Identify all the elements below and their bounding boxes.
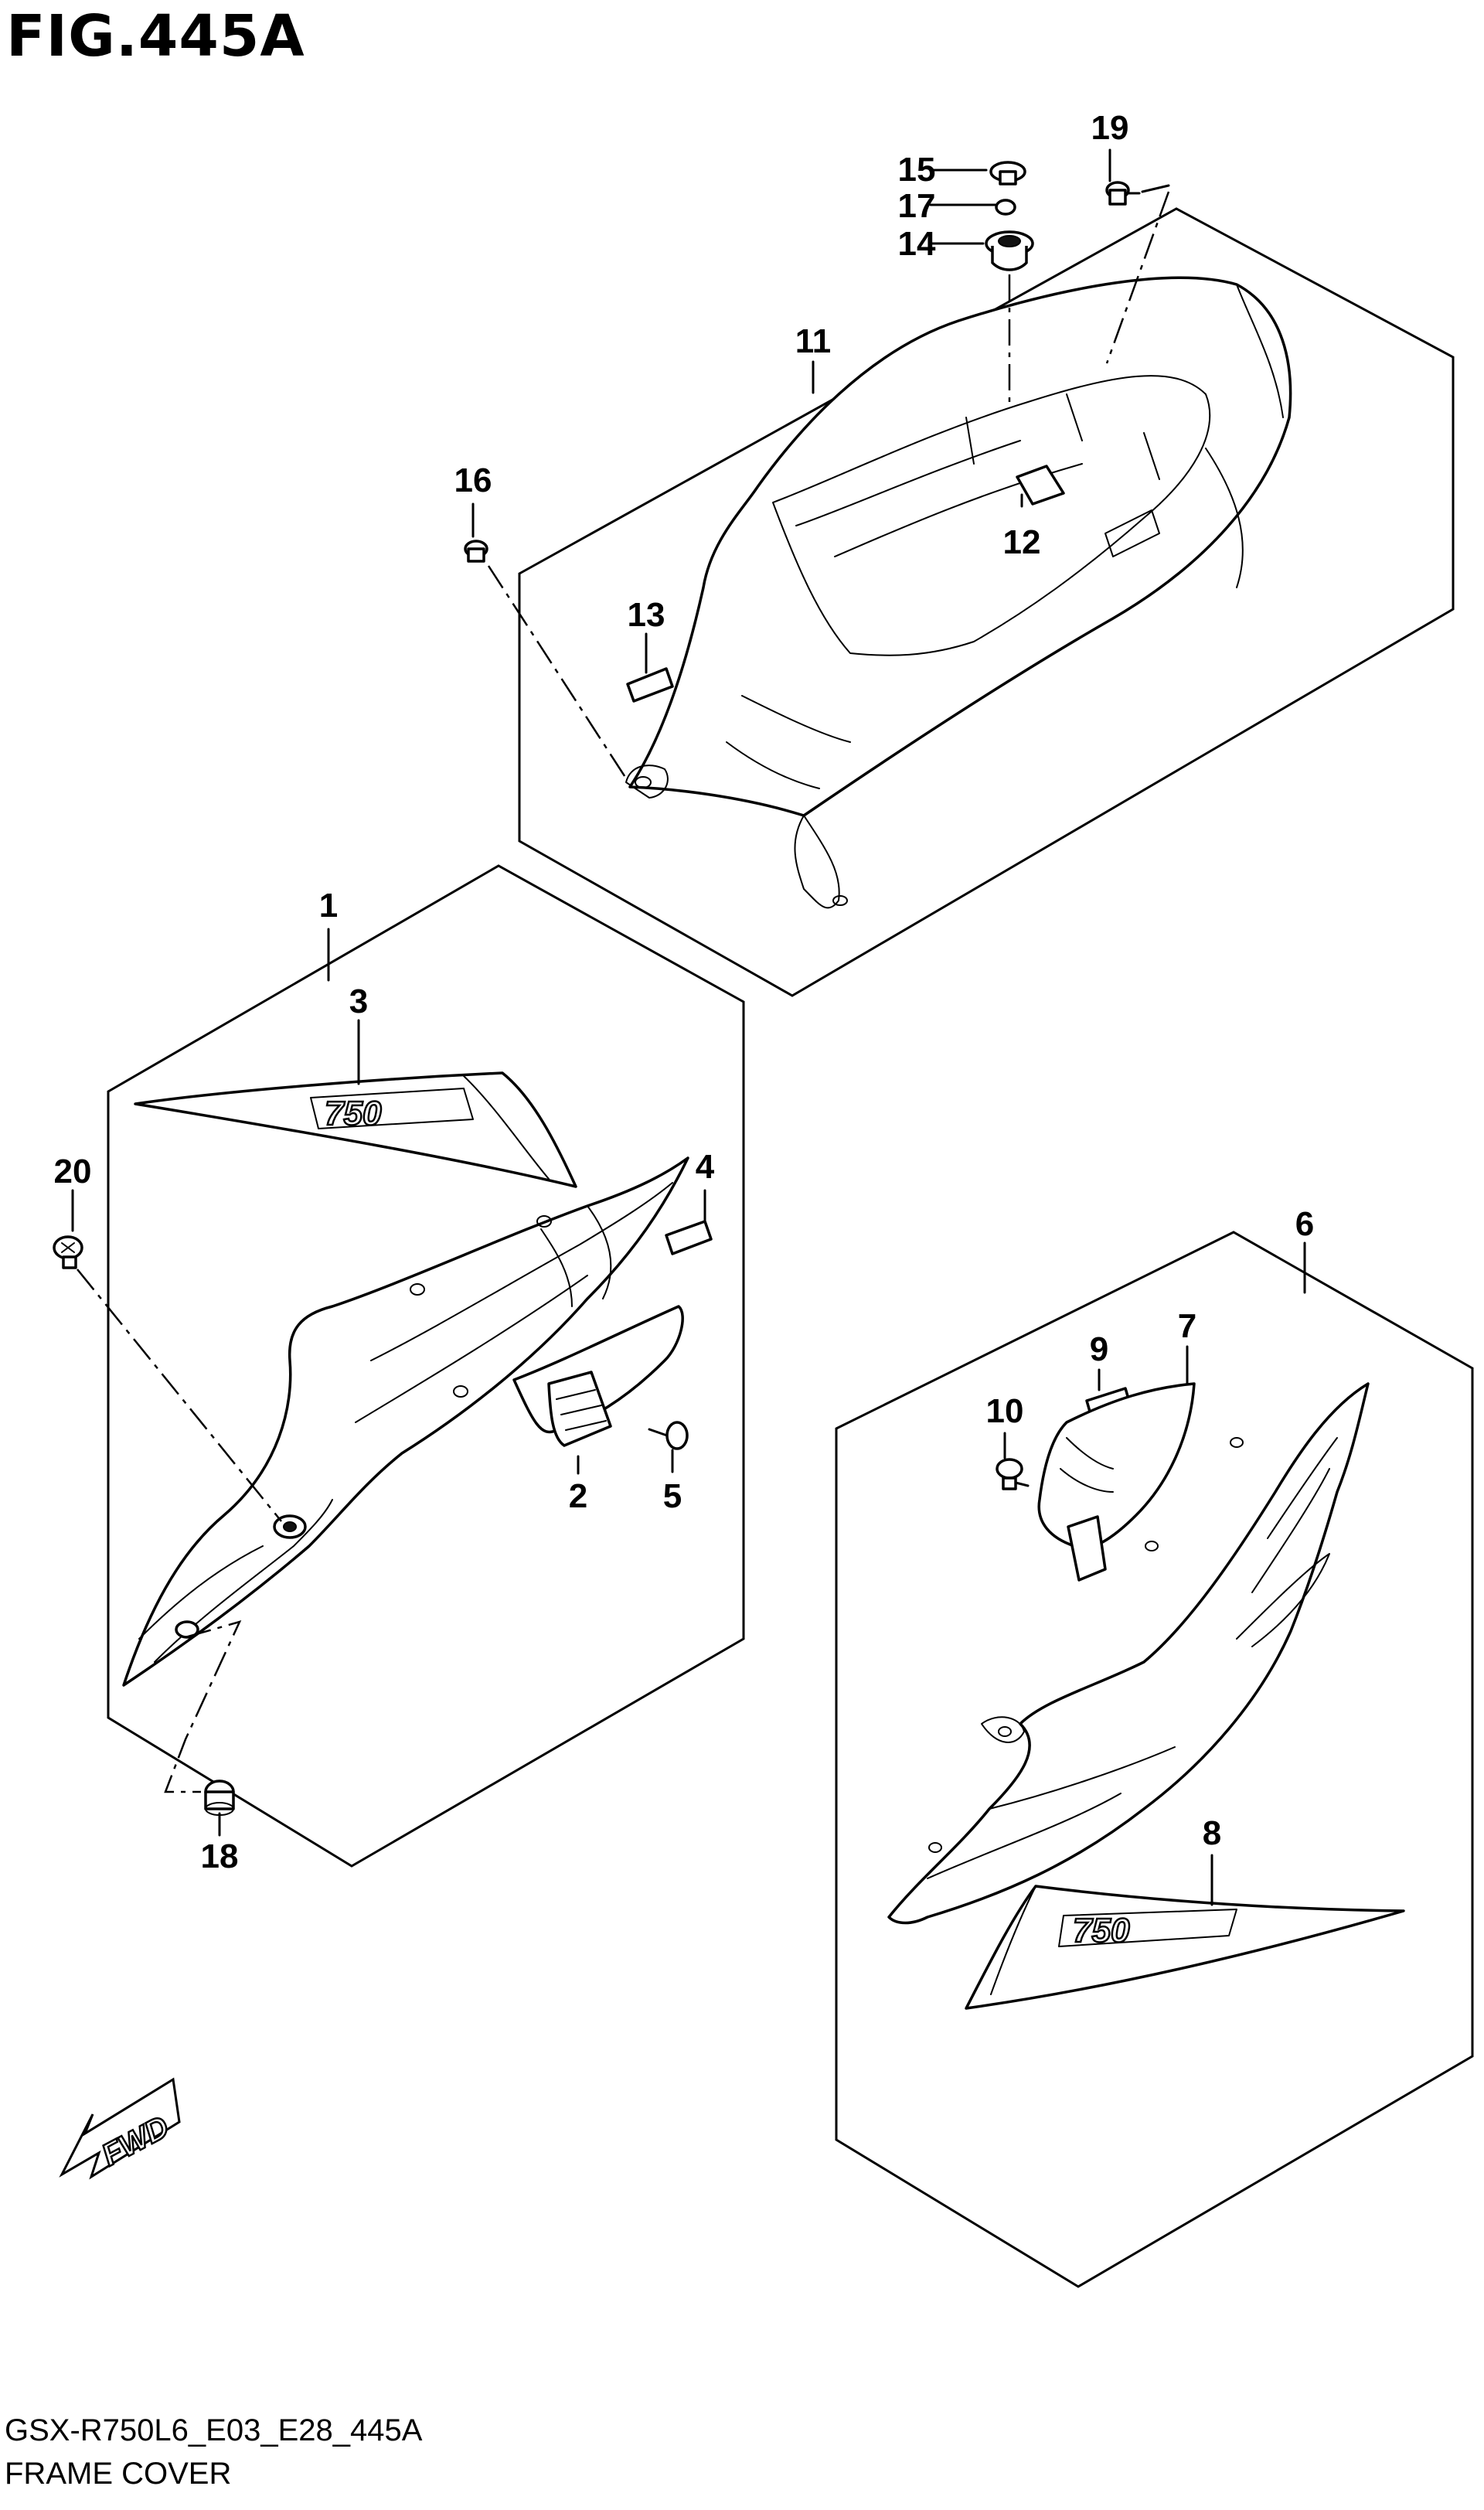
model-code: GSX-R750L6_E03_E28_445A [5, 2413, 423, 2447]
label-sticker-4 [665, 1220, 713, 1255]
bolt-15 [989, 161, 1026, 186]
callout-8: 8 [1203, 1814, 1221, 1852]
callout-2: 2 [569, 1477, 587, 1515]
callout-15: 15 [898, 151, 936, 189]
emblem-text-8: 750 [1073, 1912, 1130, 1950]
tail-cover-part [625, 276, 1292, 909]
emblem-sticker-3: 750 [134, 1071, 577, 1188]
grommet-14 [985, 230, 1034, 271]
callout-10: 10 [986, 1392, 1024, 1430]
inner-cover-7 [1037, 1382, 1196, 1582]
callout-7: 7 [1178, 1307, 1196, 1345]
fwd-direction-badge: FWD [59, 2077, 181, 2180]
callout-13: 13 [628, 596, 665, 634]
callout-18: 18 [201, 1837, 239, 1875]
callout-20: 20 [54, 1153, 92, 1190]
emblem-sticker-8: 750 [965, 1885, 1405, 2010]
callout-14: 14 [898, 225, 936, 263]
bolt-16 [464, 540, 488, 563]
callout-17: 17 [898, 187, 936, 225]
bolt-20 [53, 1235, 83, 1269]
label-sticker-12 [1016, 465, 1065, 506]
inner-cover-2 [512, 1305, 684, 1447]
group-box-left-cover [107, 864, 745, 1868]
callout-16: 16 [454, 461, 492, 499]
label-sticker-13 [626, 667, 674, 703]
callout-9: 9 [1090, 1330, 1108, 1368]
screw-5 [648, 1421, 689, 1450]
screw-19 [1105, 181, 1141, 206]
callout-11: 11 [795, 322, 832, 360]
figure-title: FIG.445A [6, 3, 305, 70]
right-frame-cover-part [887, 1382, 1370, 1925]
callout-4: 4 [696, 1148, 715, 1186]
emblem-text-3: 750 [325, 1095, 382, 1132]
washer-17 [995, 199, 1016, 216]
bolt-10 [996, 1458, 1030, 1490]
group-box-tail-cover [518, 207, 1455, 997]
left-frame-cover-part [122, 1156, 689, 1687]
callout-5: 5 [663, 1477, 682, 1515]
callout-3: 3 [349, 983, 368, 1020]
callout-6: 6 [1295, 1205, 1314, 1243]
callout-12: 12 [1003, 523, 1041, 561]
grommet-18 [204, 1779, 235, 1816]
group-box-right-cover [835, 1231, 1474, 2288]
figure-name: FRAME COVER [5, 2457, 232, 2491]
callout-19: 19 [1091, 109, 1129, 147]
callout-1: 1 [319, 887, 338, 925]
